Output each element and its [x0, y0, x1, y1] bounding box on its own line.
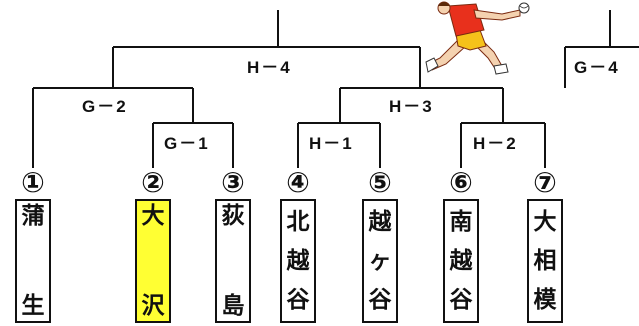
team-name-char: 越	[286, 247, 310, 274]
team-box-koshigaya: 越 ヶ 谷	[362, 199, 398, 323]
match-label-g2: G－2	[78, 97, 132, 117]
team-box-minamikoshigaya: 南 越 谷	[443, 199, 479, 323]
team-box-osagami: 大 相 模	[527, 199, 563, 323]
seed-number-5: ⑤	[368, 166, 392, 199]
team-name-char: 越	[449, 247, 473, 274]
match-label-h1: H－1	[305, 134, 358, 154]
seed-number-6: ⑥	[449, 166, 473, 199]
team-name-char: 越	[368, 209, 392, 236]
seed-number-7: ⑦	[533, 166, 557, 199]
team-name-char: 谷	[286, 286, 310, 313]
seed-number-3: ③	[221, 166, 245, 199]
team-name-char: 荻	[221, 203, 245, 229]
seed-number-4: ④	[286, 166, 310, 199]
match-label-g1: G－1	[160, 134, 214, 154]
team-box-osawa: 大 沢	[135, 199, 171, 323]
team-name-char: 大	[141, 203, 165, 229]
team-name-char: 島	[221, 293, 245, 319]
match-label-h4: H－4	[243, 58, 296, 78]
team-name-char: 相	[533, 247, 557, 274]
team-name-char: 模	[533, 286, 557, 313]
team-name-char: 大	[533, 209, 557, 236]
team-name-char: 生	[21, 293, 45, 319]
match-label-g4: G－4	[570, 58, 620, 78]
team-name-char: ヶ	[368, 247, 392, 274]
seed-number-1: ①	[21, 166, 45, 199]
team-box-ogishima: 荻 島	[215, 199, 251, 323]
team-name-char: 谷	[449, 286, 473, 313]
team-name-char: 沢	[141, 293, 165, 319]
team-box-gamo: 蒲 生	[15, 199, 51, 323]
volleyball-player-icon	[425, 1, 530, 75]
team-name-char: 蒲	[21, 203, 45, 229]
match-label-h2: H－2	[469, 134, 522, 154]
team-name-char: 谷	[368, 286, 392, 313]
seed-number-2: ②	[141, 166, 165, 199]
team-name-char: 北	[286, 209, 310, 236]
team-box-kitakoshigaya: 北 越 谷	[280, 199, 316, 323]
match-label-h3: H－3	[385, 97, 438, 117]
team-name-char: 南	[449, 209, 473, 236]
